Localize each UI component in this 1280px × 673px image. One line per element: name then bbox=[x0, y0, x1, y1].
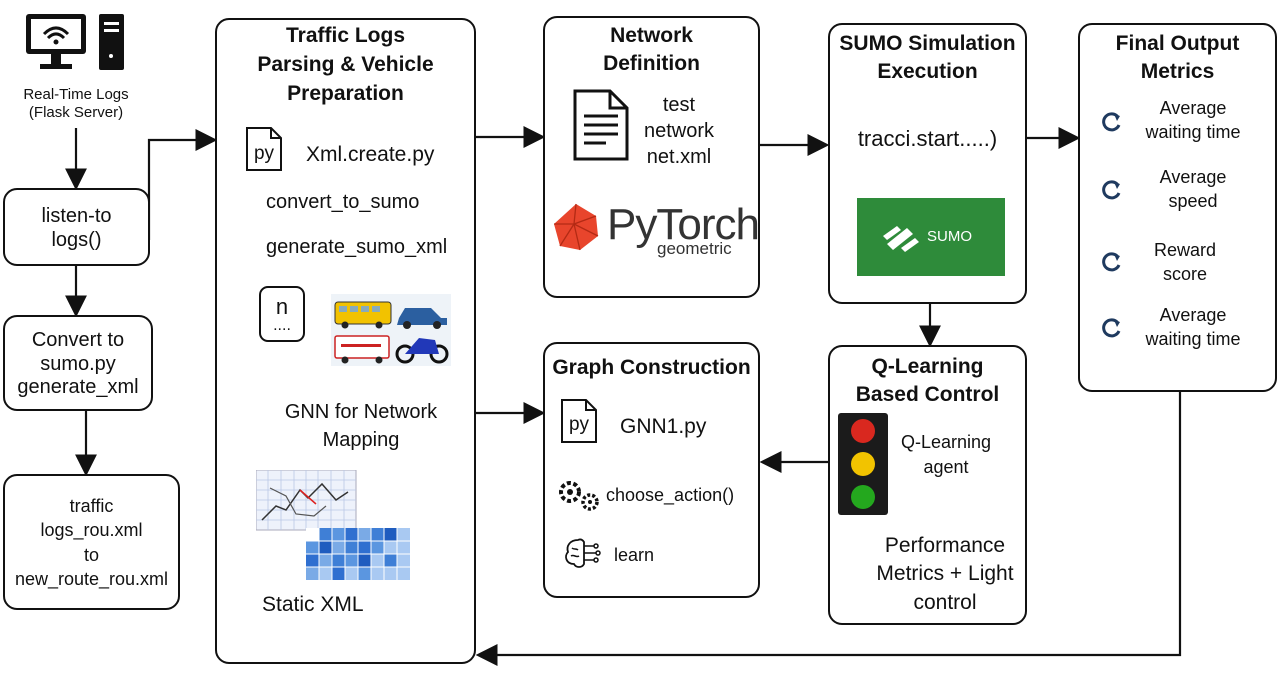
python-file-icon bbox=[561, 399, 597, 443]
gnn-line1: GNN for Network bbox=[284, 401, 438, 423]
py-badge: py bbox=[568, 414, 590, 435]
traffic-line3: to bbox=[83, 544, 99, 565]
xml-create-file: Xml.create.py bbox=[306, 143, 435, 166]
network-file-line3: net.xml bbox=[646, 146, 712, 168]
py-badge: py bbox=[253, 143, 275, 164]
graph-box bbox=[543, 342, 760, 598]
graph-title: Graph Construction bbox=[552, 356, 751, 379]
qlearning-title: Q-Learning Based Control bbox=[828, 353, 1027, 408]
gnn-line2: Mapping bbox=[322, 429, 400, 451]
network-file-line2: network bbox=[643, 120, 715, 142]
metric-1-line1: Average bbox=[1159, 98, 1227, 118]
convert-line2: sumo.py bbox=[40, 352, 116, 375]
perf-line3: control bbox=[913, 590, 977, 614]
source-label-line1: Real-Time Logs bbox=[23, 86, 129, 103]
metric-2-line2: speed bbox=[1168, 190, 1218, 211]
n-vehicles-box: n .... bbox=[259, 286, 305, 342]
metrics-title-line1: Final Output bbox=[1115, 32, 1240, 55]
parsing-title-line3: Preparation bbox=[287, 81, 404, 105]
listen-line1: listen-to bbox=[41, 205, 112, 227]
metric-4-line1: Average bbox=[1159, 305, 1227, 325]
source-label: Real-Time Logs (Flask Server) bbox=[0, 86, 152, 122]
pytorch-wordmark: PyTorch bbox=[607, 200, 760, 249]
refresh-icon bbox=[1102, 318, 1121, 338]
qlearning-box bbox=[828, 345, 1027, 625]
metric-4-line2: waiting time bbox=[1145, 328, 1241, 349]
network-file-line1: test bbox=[662, 94, 696, 116]
gears-icon bbox=[559, 481, 599, 511]
qlearning-agent-label: Q-Learning agent bbox=[886, 430, 1006, 480]
metric-item-4: Average waiting time bbox=[1128, 304, 1258, 352]
qlearning-title-line1: Q-Learning bbox=[871, 355, 984, 378]
n-label: n bbox=[275, 294, 289, 319]
learn-fn: learn bbox=[614, 545, 655, 565]
python-file-icon bbox=[246, 127, 282, 171]
document-icon bbox=[573, 89, 629, 161]
n-dots: .... bbox=[273, 317, 291, 334]
metric-2-line1: Average bbox=[1159, 167, 1227, 187]
traffic-line1: traffic bbox=[69, 496, 114, 516]
perf-line1: Performance bbox=[884, 534, 1006, 557]
refresh-icon bbox=[1102, 180, 1121, 200]
sumo-title-line1: SUMO Simulation bbox=[839, 32, 1016, 55]
traffic-line4: new_route_rou.xml bbox=[14, 568, 169, 589]
convert-box: Convert to sumo.py generate_xml bbox=[3, 315, 153, 411]
network-map-image bbox=[256, 470, 410, 580]
agent-line1: Q-Learning bbox=[900, 432, 992, 452]
parsing-title-line2: Parsing & Vehicle bbox=[257, 52, 434, 76]
convert-to-sumo-fn: convert_to_sumo bbox=[266, 191, 420, 213]
network-title: Network Definition bbox=[543, 22, 760, 77]
parsing-title: Traffic Logs Parsing & Vehicle Preparati… bbox=[215, 22, 476, 109]
choose-action-fn: choose_action() bbox=[606, 485, 735, 505]
traffic-light-icon bbox=[838, 413, 888, 515]
metrics-title: Final Output Metrics bbox=[1078, 30, 1277, 87]
listen-line2: logs() bbox=[51, 229, 102, 251]
sumo-logo: SUMO bbox=[857, 198, 1005, 276]
listen-logs-box: listen-to logs() bbox=[3, 188, 150, 266]
network-file-label: test network net.xml bbox=[632, 92, 726, 170]
geometric-wordmark: geometric bbox=[657, 239, 732, 258]
sumo-logo-text: SUMO bbox=[927, 228, 972, 245]
sumo-title-line2: Execution bbox=[877, 60, 978, 84]
computer-icon bbox=[26, 14, 124, 70]
metric-item-2: Average speed bbox=[1128, 166, 1258, 214]
refresh-icon bbox=[1102, 252, 1121, 272]
qlearning-title-line2: Based Control bbox=[855, 382, 1000, 406]
convert-line1: Convert to bbox=[31, 329, 125, 351]
refresh-icon bbox=[1102, 112, 1121, 132]
traci-start-call: tracci.start.....) bbox=[857, 126, 998, 151]
traffic-line2: logs_rou.xml bbox=[40, 520, 143, 541]
perf-line2: Metrics + Light bbox=[876, 562, 1014, 586]
metric-3-line1: Reward bbox=[1153, 240, 1217, 260]
agent-line2: agent bbox=[923, 456, 969, 477]
traffic-routes-box: traffic logs_rou.xml to new_route_rou.xm… bbox=[3, 474, 180, 610]
metric-3-line2: score bbox=[1162, 263, 1207, 284]
metric-item-1: Average waiting time bbox=[1128, 97, 1258, 145]
convert-line3: generate_xml bbox=[17, 376, 139, 399]
metric-1-line2: waiting time bbox=[1145, 121, 1241, 142]
source-label-line2: (Flask Server) bbox=[28, 104, 124, 121]
metric-item-3: Reward score bbox=[1120, 239, 1250, 287]
sumo-title: SUMO Simulation Execution bbox=[828, 30, 1027, 87]
vehicles-image bbox=[331, 294, 451, 366]
pytorch-geometric-logo-icon bbox=[554, 203, 599, 251]
network-title-line1: Network bbox=[610, 24, 693, 47]
gnn-mapping-label: GNN for Network Mapping bbox=[256, 398, 466, 454]
brain-icon bbox=[565, 538, 601, 568]
parsing-title-line1: Traffic Logs bbox=[285, 24, 406, 47]
static-xml-label: Static XML bbox=[262, 593, 364, 616]
performance-label: Performance Metrics + Light control bbox=[856, 532, 1034, 617]
gnn1-file: GNN1.py bbox=[620, 415, 707, 438]
metrics-title-line2: Metrics bbox=[1140, 60, 1215, 84]
generate-sumo-xml-fn: generate_sumo_xml bbox=[266, 236, 448, 258]
network-title-line2: Definition bbox=[603, 51, 700, 75]
metrics-box bbox=[1078, 23, 1277, 392]
sumo-logo-icon bbox=[883, 226, 919, 252]
